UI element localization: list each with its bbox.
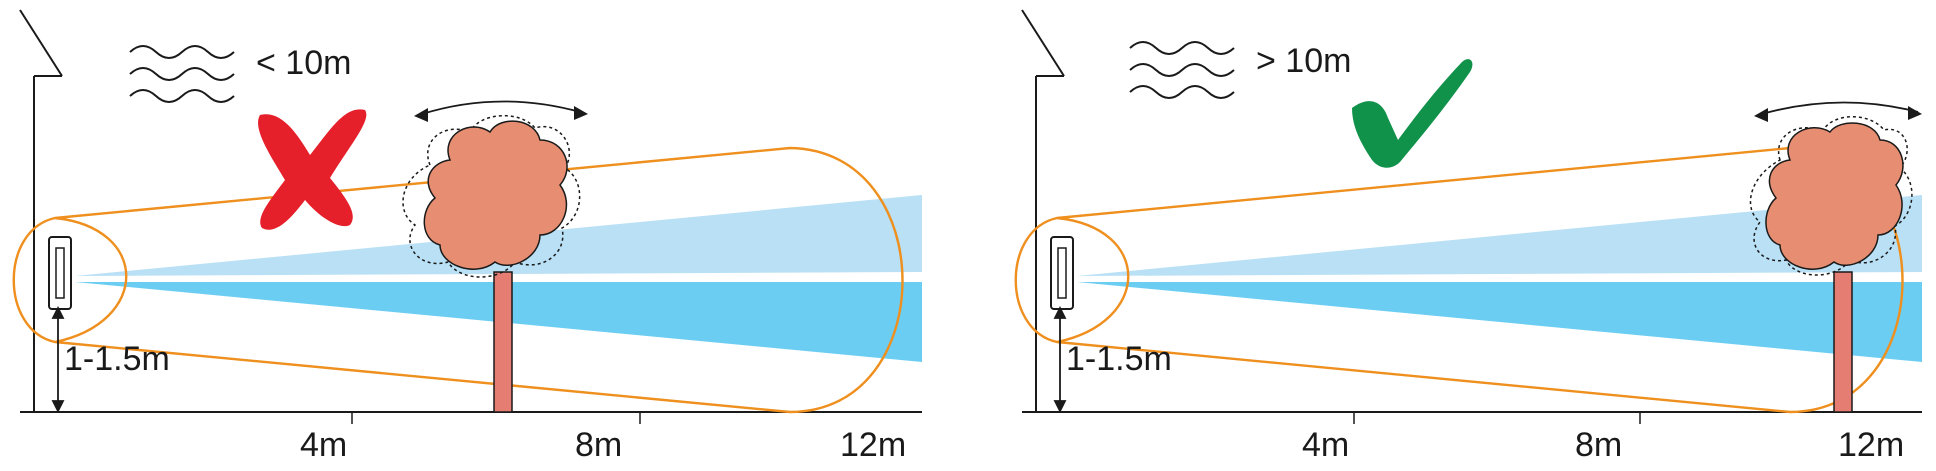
double-arrow-icon (1754, 101, 1922, 122)
sensor-device-left (48, 236, 72, 310)
mount-height-label: 1-1.5m (1066, 340, 1172, 378)
tree-sway-outline (402, 115, 581, 278)
tick-8m: 8m (1575, 426, 1622, 464)
beam-upper-right (1077, 195, 1922, 276)
height-arrow-right (1053, 305, 1067, 414)
tick-12m: 12m (1838, 426, 1904, 464)
distance-axis-left (351, 412, 641, 424)
tree-trunk (493, 271, 513, 413)
cross-mark-icon (258, 109, 367, 230)
tick-12m: 12m (840, 426, 906, 464)
distance-axis-right (1353, 412, 1641, 424)
panel-wrong: 1-1.5m < 10m 4m 8m 1 (12, 9, 922, 464)
distance-label: < 10m (256, 44, 351, 82)
sensor-device-right (1050, 236, 1074, 310)
wall-right (1021, 9, 1065, 412)
check-mark-icon (1352, 59, 1473, 168)
tree-right (1749, 116, 1913, 413)
height-arrow-left (51, 305, 65, 414)
tick-8m: 8m (575, 426, 622, 464)
tree-foliage (1765, 122, 1904, 270)
tree-foliage (423, 120, 568, 270)
distance-label: > 10m (1256, 42, 1351, 80)
double-arrow-icon (414, 100, 588, 122)
tree-left (402, 115, 581, 413)
beam-lower-right (1077, 282, 1922, 362)
tree-trunk (1833, 271, 1853, 413)
tick-4m: 4m (300, 426, 347, 464)
panel-right: 1-1.5m > 10m 4m 8m 12m (1014, 9, 1922, 464)
detection-zone-left (12, 146, 904, 414)
tick-4m: 4m (1302, 426, 1349, 464)
wave-lines-icon (129, 45, 235, 103)
wall-left (19, 9, 63, 412)
mount-height-label: 1-1.5m (64, 340, 170, 378)
wave-lines-icon (1129, 41, 1235, 99)
